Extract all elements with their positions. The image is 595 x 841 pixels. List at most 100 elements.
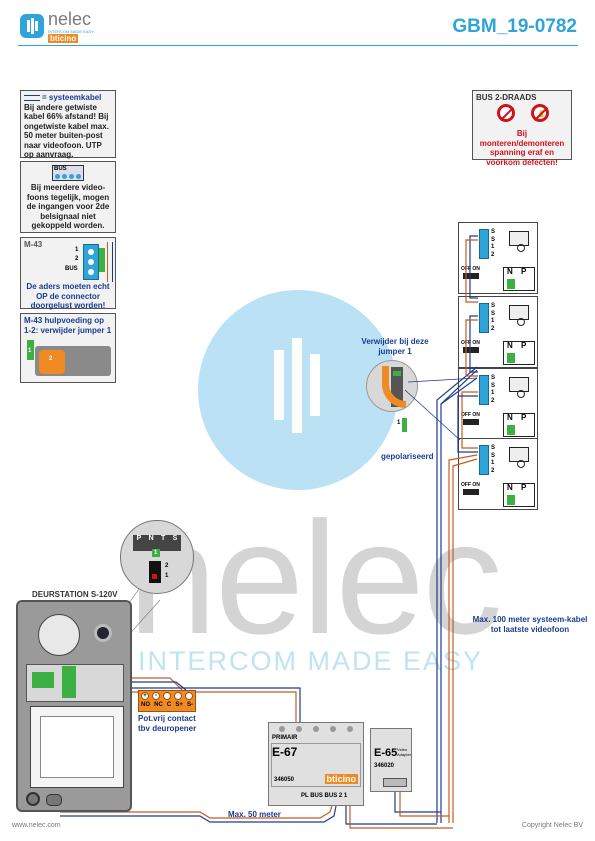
- max100-label: Max. 100 meter systeem-kabel tot laatste…: [472, 615, 588, 634]
- note-m43-jumper: M-43 hulpvoeding op 1-2: verwijder jumpe…: [20, 313, 116, 383]
- contact-screw-icon: [185, 692, 193, 700]
- camera-lens-icon: [94, 624, 112, 642]
- m43-connector-text: De aders moeten echt OP de connector doo…: [26, 282, 110, 310]
- contact-label: NO: [141, 702, 150, 708]
- bus-note-text: Bij meerdere video-foons tegelijk, mogen…: [26, 183, 110, 230]
- watermark-circle: [198, 290, 398, 490]
- contact-screw-icon: -: [152, 692, 160, 700]
- monitor-np-green: [507, 353, 515, 363]
- monitor-np-label: P: [521, 341, 527, 350]
- monitor-term-label: 2: [491, 467, 495, 474]
- bell-button[interactable]: [26, 792, 40, 806]
- monitor-term-label: 1: [491, 460, 495, 466]
- detail-term-label: S: [172, 535, 178, 542]
- footer-copyright: Copyright Nelec BV: [521, 822, 583, 829]
- detail-num-2: 2: [165, 563, 169, 569]
- m43-terminal-green: [99, 248, 105, 272]
- keyhole-button[interactable]: [46, 794, 62, 806]
- logo-mark-icon: [20, 14, 44, 38]
- doc-code: GBM_19-0782: [452, 16, 577, 37]
- e65-model: E-65: [374, 747, 398, 759]
- contact-text: Pot.vrij contact tbv deuropener: [138, 714, 197, 733]
- videophone-handset-icon: [517, 390, 525, 398]
- door-terminal-block: [62, 666, 76, 698]
- monitor-np-green: [507, 495, 515, 505]
- monitor-np-green: [507, 425, 515, 435]
- no-plug-icon: [497, 104, 515, 122]
- cable-note-text: Bij andere getwiste kabel 66% afstand! B…: [24, 102, 109, 160]
- e67-model: E-67: [272, 745, 298, 759]
- monitor-dip-switch[interactable]: [463, 273, 479, 279]
- monitor-np-label: P: [521, 413, 527, 422]
- contact-label: S-: [186, 702, 193, 708]
- m43-wire-lines: [107, 242, 113, 282]
- monitor-np-label: P: [521, 483, 527, 492]
- e65-terminals: [383, 778, 407, 787]
- m43-jumper-green: [27, 340, 34, 360]
- detail-green-num: 1: [154, 550, 158, 556]
- monitor-term-label: S: [491, 445, 496, 451]
- e67-front-plate: [271, 743, 361, 787]
- e67-bottom-terminals: PL BUS BUS 2 1: [301, 793, 348, 799]
- e67-primair: PRIMAIR: [272, 735, 298, 741]
- contact-label: S+: [175, 702, 183, 708]
- monitor-switch-label: OFF ON: [461, 412, 480, 418]
- monitor-term-label: S: [491, 303, 496, 309]
- contact-label: NC: [154, 702, 163, 708]
- header-divider: [18, 45, 578, 46]
- door-station-title: DEURSTATION S-120V: [32, 590, 118, 599]
- polarized-label: gepolariseerd: [381, 452, 434, 461]
- cable-legend: = systeemkabel: [42, 93, 102, 102]
- monitor-dip-switch[interactable]: [463, 489, 479, 495]
- jumper-green-num: 1: [397, 420, 401, 426]
- jumper-callout-arrow: [382, 366, 406, 408]
- note-bus: BUS Bij meerdere video-foons tegelijk, m…: [20, 161, 116, 233]
- monitor-term-label: S: [491, 229, 496, 235]
- m43-jumper-title: M-43 hulpvoeding op 1-2: verwijder jumpe…: [24, 316, 112, 335]
- brand-tagline: INTERCOM MADE EASY: [48, 29, 94, 34]
- e67-psu: PRIMAIR E-67 346050 bticino PL BUS BUS 2…: [268, 722, 364, 806]
- bus2-title: BUS 2-DRAADS: [476, 93, 537, 102]
- monitor-dip-switch[interactable]: [463, 347, 479, 353]
- contact-screw-icon: [163, 692, 171, 700]
- nelec-logo: nelec INTERCOM MADE EASY bticino: [20, 9, 110, 44]
- monitor-term-label: 1: [491, 244, 495, 250]
- monitor-np-green: [507, 279, 515, 289]
- monitor-np-label: N: [507, 341, 513, 350]
- detail-term-label: T: [161, 535, 166, 542]
- footer-url[interactable]: www.nelec.com: [12, 822, 61, 829]
- door-station-panel: [16, 600, 132, 812]
- monitor-dip-switch[interactable]: [463, 419, 479, 425]
- monitor-terminal-block: [479, 303, 489, 333]
- watermark-tagline: INTERCOM MADE EASY: [138, 646, 484, 676]
- monitor-terminal-block: [479, 445, 489, 475]
- speaker-grille-icon: [38, 614, 80, 656]
- monitor-term-label: 1: [491, 318, 495, 324]
- bus-connector-icon: BUS: [52, 165, 84, 181]
- e65-code: 346020: [374, 763, 395, 769]
- monitor-np-label: N: [507, 413, 513, 422]
- m43-title: M-43: [24, 240, 43, 249]
- m43-jumper-highlight: [39, 350, 65, 374]
- door-terminal-green: [32, 672, 54, 688]
- monitor-term-label: S: [491, 452, 496, 459]
- videophone-handset-icon: [517, 460, 525, 468]
- monitor-terminal-block: [479, 375, 489, 405]
- max50-label: Max. 50 meter: [228, 810, 281, 819]
- e67-code: 346050: [274, 777, 295, 783]
- detail-term-label: P: [136, 535, 142, 542]
- note-systeemkabel: = systeemkabel Bij andere getwiste kabel…: [20, 90, 116, 160]
- m43-terminal-block: [83, 244, 99, 280]
- note-bus2-draads: BUS 2-DRAADS Bij monteren/demonteren spa…: [472, 90, 572, 167]
- brand-name: nelec: [48, 9, 92, 29]
- nameplate-icon: [40, 716, 114, 778]
- e65-sub: Video Adapter: [397, 747, 412, 757]
- jumper-callout-text: Verwijder bij deze jumper 1: [361, 337, 429, 356]
- contact-screw-icon: [174, 692, 182, 700]
